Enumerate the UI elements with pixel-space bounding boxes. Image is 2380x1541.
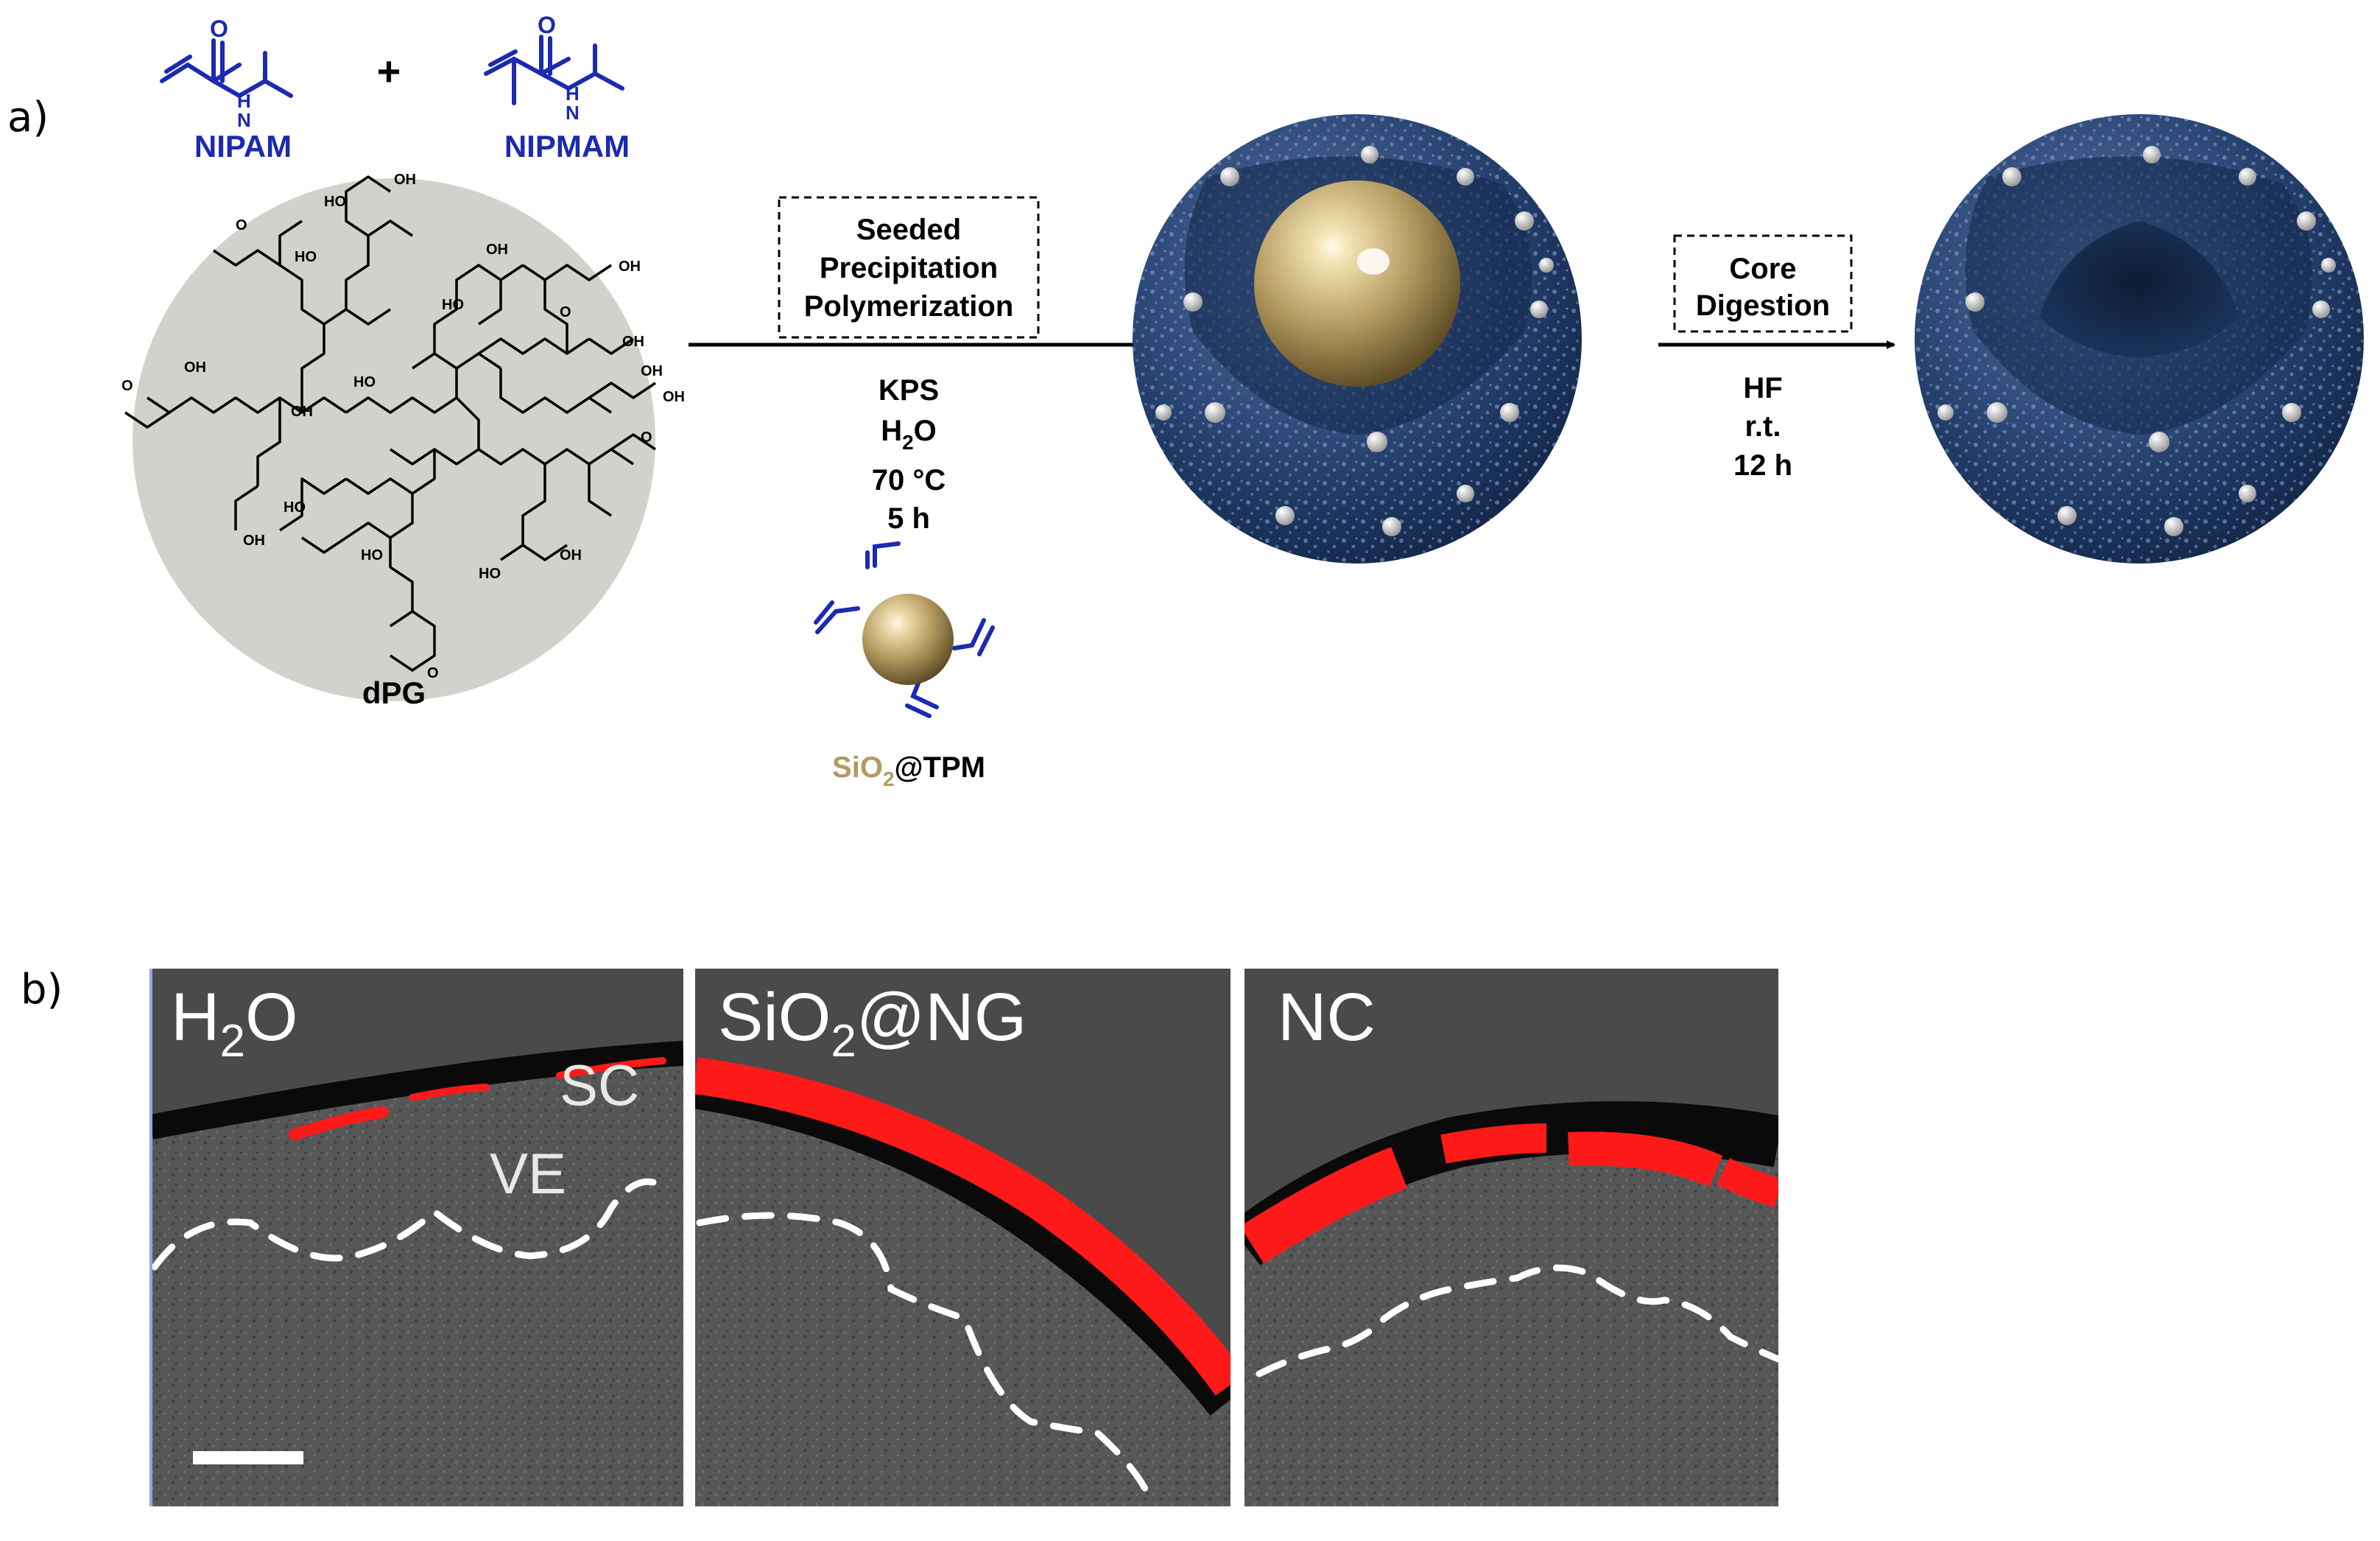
core-shell-nanogel <box>1133 114 1582 564</box>
step2-line2: Digestion <box>1696 289 1830 322</box>
svg-text:OH: OH <box>622 334 644 350</box>
step1-water: H2O <box>881 415 937 454</box>
step1-kps: KPS <box>879 374 939 407</box>
dpg-groups: HO OH O HO OH OH HO O OH OH O OH HO OH O… <box>122 172 685 681</box>
svg-text:OH: OH <box>486 242 508 258</box>
svg-text:HO: HO <box>442 297 464 313</box>
micrograph-nc <box>1244 969 1778 1506</box>
nipam-label: NIPAM <box>194 129 292 164</box>
svg-text:O: O <box>560 304 571 320</box>
nipam-H-atom: H <box>237 90 251 112</box>
dpg-structure <box>124 175 656 672</box>
panel-a-label: a) <box>7 94 49 141</box>
svg-text:HO: HO <box>361 547 383 564</box>
seed-vinyl-groups <box>814 541 995 718</box>
svg-text:O: O <box>641 429 652 446</box>
svg-text:OH: OH <box>641 363 663 379</box>
step1-temp: 70 °C <box>872 464 946 496</box>
svg-text:HO: HO <box>324 194 346 210</box>
seed-label: SiO2@TPM <box>832 751 985 790</box>
step1-line1: Seeded <box>856 214 961 246</box>
micrograph-h2o <box>151 969 683 1506</box>
svg-text:OH: OH <box>394 172 416 188</box>
step1-line2: Precipitation <box>820 252 998 284</box>
svg-text:HO: HO <box>284 499 306 516</box>
nipmam-structure <box>484 35 624 105</box>
nipmam-N-atom: N <box>566 102 580 124</box>
svg-text:HO: HO <box>353 374 376 390</box>
micrograph-nc-title: NC <box>1278 980 1376 1055</box>
svg-text:OH: OH <box>291 404 313 420</box>
nipam-N-atom: N <box>237 109 251 131</box>
hollow-nanocapsule <box>1915 114 2364 564</box>
svg-text:HO: HO <box>295 249 317 265</box>
step2-box <box>1673 234 1853 333</box>
svg-text:HO: HO <box>479 566 501 582</box>
dpg-label: dPG <box>362 675 426 710</box>
svg-text:OH: OH <box>619 259 641 275</box>
svg-text:OH: OH <box>184 359 206 376</box>
step2-rt: r.t. <box>1745 410 1781 443</box>
svg-text:OH: OH <box>243 533 265 549</box>
step1-time: 5 h <box>887 502 930 535</box>
micrograph-sio2-ng-title: SiO2@NG <box>718 980 1027 1067</box>
step2-time: 12 h <box>1733 449 1792 482</box>
svg-text:OH: OH <box>560 547 582 564</box>
nipam-O-atom: O <box>210 15 228 42</box>
micrograph-sc-label: SC <box>560 1053 639 1117</box>
nipam-structure <box>160 38 293 99</box>
step1-line3: Polymerization <box>804 290 1014 323</box>
micrograph-sio2-ng <box>695 969 1231 1506</box>
seed-silica-core <box>862 594 954 685</box>
step1-box <box>778 196 1040 339</box>
micrograph-ve-label: VE <box>490 1141 566 1206</box>
step2-hf: HF <box>1743 372 1782 404</box>
plus-sign: + <box>377 48 401 94</box>
step2-line1: Core <box>1729 253 1796 285</box>
svg-text:O: O <box>236 217 247 234</box>
core-shell-beads <box>1155 146 1554 536</box>
nipmam-O-atom: O <box>538 12 556 38</box>
micrograph-h2o-title: H2O <box>171 980 298 1067</box>
dpg-disc <box>133 178 655 701</box>
svg-text:O: O <box>427 665 439 681</box>
svg-text:OH: OH <box>663 389 685 405</box>
capsule-beads <box>1937 146 2336 536</box>
panel-b-label: b) <box>21 966 63 1014</box>
nipmam-label: NIPMAM <box>504 129 630 164</box>
svg-text:O: O <box>122 378 133 394</box>
nipmam-H-atom: H <box>566 83 580 105</box>
